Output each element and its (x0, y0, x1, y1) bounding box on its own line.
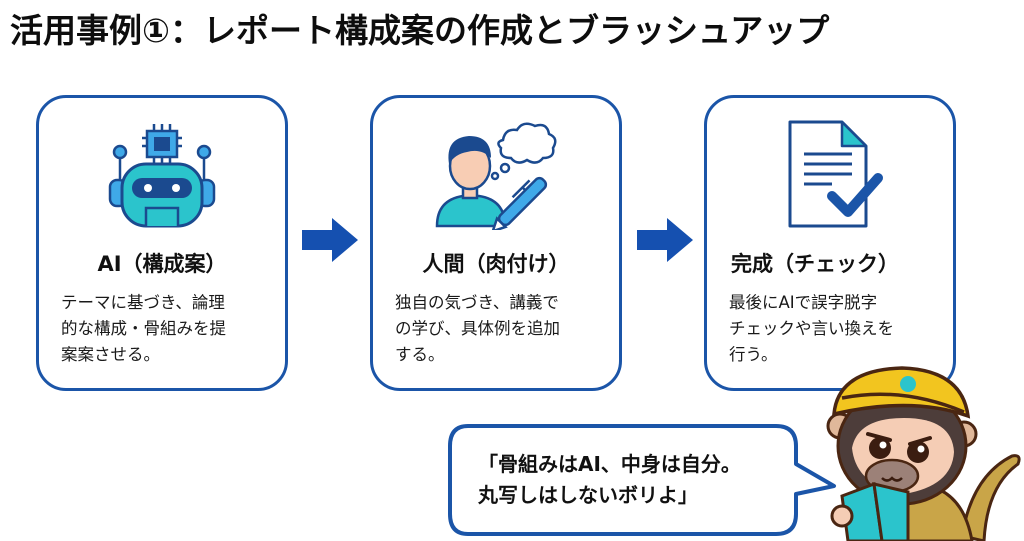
step-description: 独自の気づき、講義で の学び、具体例を追加 する。 (395, 290, 605, 368)
monkey-mascot-icon (826, 366, 1021, 541)
step-card-complete: 完成（チェック） 最後にAIで誤字脱字 チェックや言い換えを 行う。 (704, 95, 956, 391)
speech-bubble (448, 424, 836, 536)
step-description: 最後にAIで誤字脱字 チェックや言い換えを 行う。 (729, 290, 939, 368)
step-description: テーマに基づき、論理 的な構成・骨組みを提 案案させる。 (61, 290, 271, 368)
document-check-icon (788, 120, 883, 228)
step-heading: AI（構成案） (97, 252, 227, 276)
description-line: チェックや言い換えを (729, 319, 894, 338)
speech-line: 丸写しはしないボリよ」 (478, 483, 698, 507)
description-line: 案案させる。 (61, 345, 160, 364)
page-title: 活用事例①：レポート構成案の作成とブラッシュアップ (10, 11, 830, 50)
step-card-human: 人間（肉付け） 独自の気づき、講義で の学び、具体例を追加 する。 (370, 95, 622, 391)
description-line: 的な構成・骨組みを提 (61, 319, 226, 338)
description-line: する。 (395, 345, 445, 364)
step-card-ai: AI（構成案） テーマに基づき、論理 的な構成・骨組みを提 案案させる。 (36, 95, 288, 391)
description-line: 最後にAIで誤字脱字 (729, 293, 878, 312)
arrow-right-icon (637, 218, 693, 262)
speech-bubble-text: 「骨組みはAI、中身は自分。 丸写しはしないボリよ」 (478, 449, 778, 511)
description-line: 行う。 (729, 345, 778, 364)
arrow-right-icon (302, 218, 358, 262)
step-heading: 完成（チェック） (731, 252, 899, 276)
speech-line: 「骨組みはAI、中身は自分。 (478, 452, 741, 476)
step-heading: 人間（肉付け） (422, 252, 570, 276)
description-line: 独自の気づき、講義で (395, 293, 559, 312)
description-line: の学び、具体例を追加 (395, 319, 560, 338)
person-writing-icon (435, 122, 557, 230)
robot-icon (108, 124, 216, 228)
description-line: テーマに基づき、論理 (61, 293, 225, 312)
